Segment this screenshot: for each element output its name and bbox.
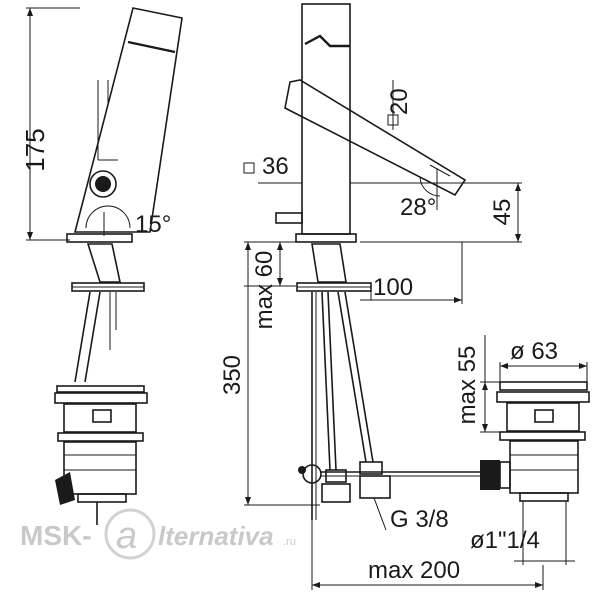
label-dia63: ø 63: [510, 338, 558, 365]
label-15deg: 15°: [135, 211, 171, 238]
label-max200: max 200: [368, 557, 460, 584]
watermark: MSK- a lternativa .ru: [20, 508, 296, 560]
label-28deg: 28°: [400, 194, 436, 221]
label-175: 175: [20, 128, 50, 171]
label-36: 36: [262, 153, 289, 180]
left-side-view: 175 15°: [20, 7, 183, 525]
watermark-right: lternativa: [158, 521, 274, 551]
waste-cap-right: [499, 381, 588, 391]
label-20: 20: [386, 88, 413, 115]
watermark-letter: a: [116, 515, 137, 557]
spout: [284, 79, 467, 197]
label-100: 100: [373, 274, 413, 301]
label-350: 350: [219, 355, 246, 395]
label-max60: max 60: [251, 251, 278, 330]
lever-pivot: [89, 170, 117, 198]
watermark-left: MSK-: [20, 520, 92, 551]
label-dia1-1-4: ø1"1/4: [470, 527, 540, 554]
faucet-body-front: [301, 3, 351, 235]
waste-cap-left: [56, 385, 145, 393]
label-max55: max 55: [454, 346, 481, 425]
label-45: 45: [489, 199, 516, 226]
faucet-body-side: [73, 7, 183, 233]
watermark-suffix: .ru: [283, 536, 296, 548]
label-g38: G 3/8: [390, 506, 449, 533]
right-front-view: 20 36 28° 45 100 max 60: [219, 3, 590, 590]
